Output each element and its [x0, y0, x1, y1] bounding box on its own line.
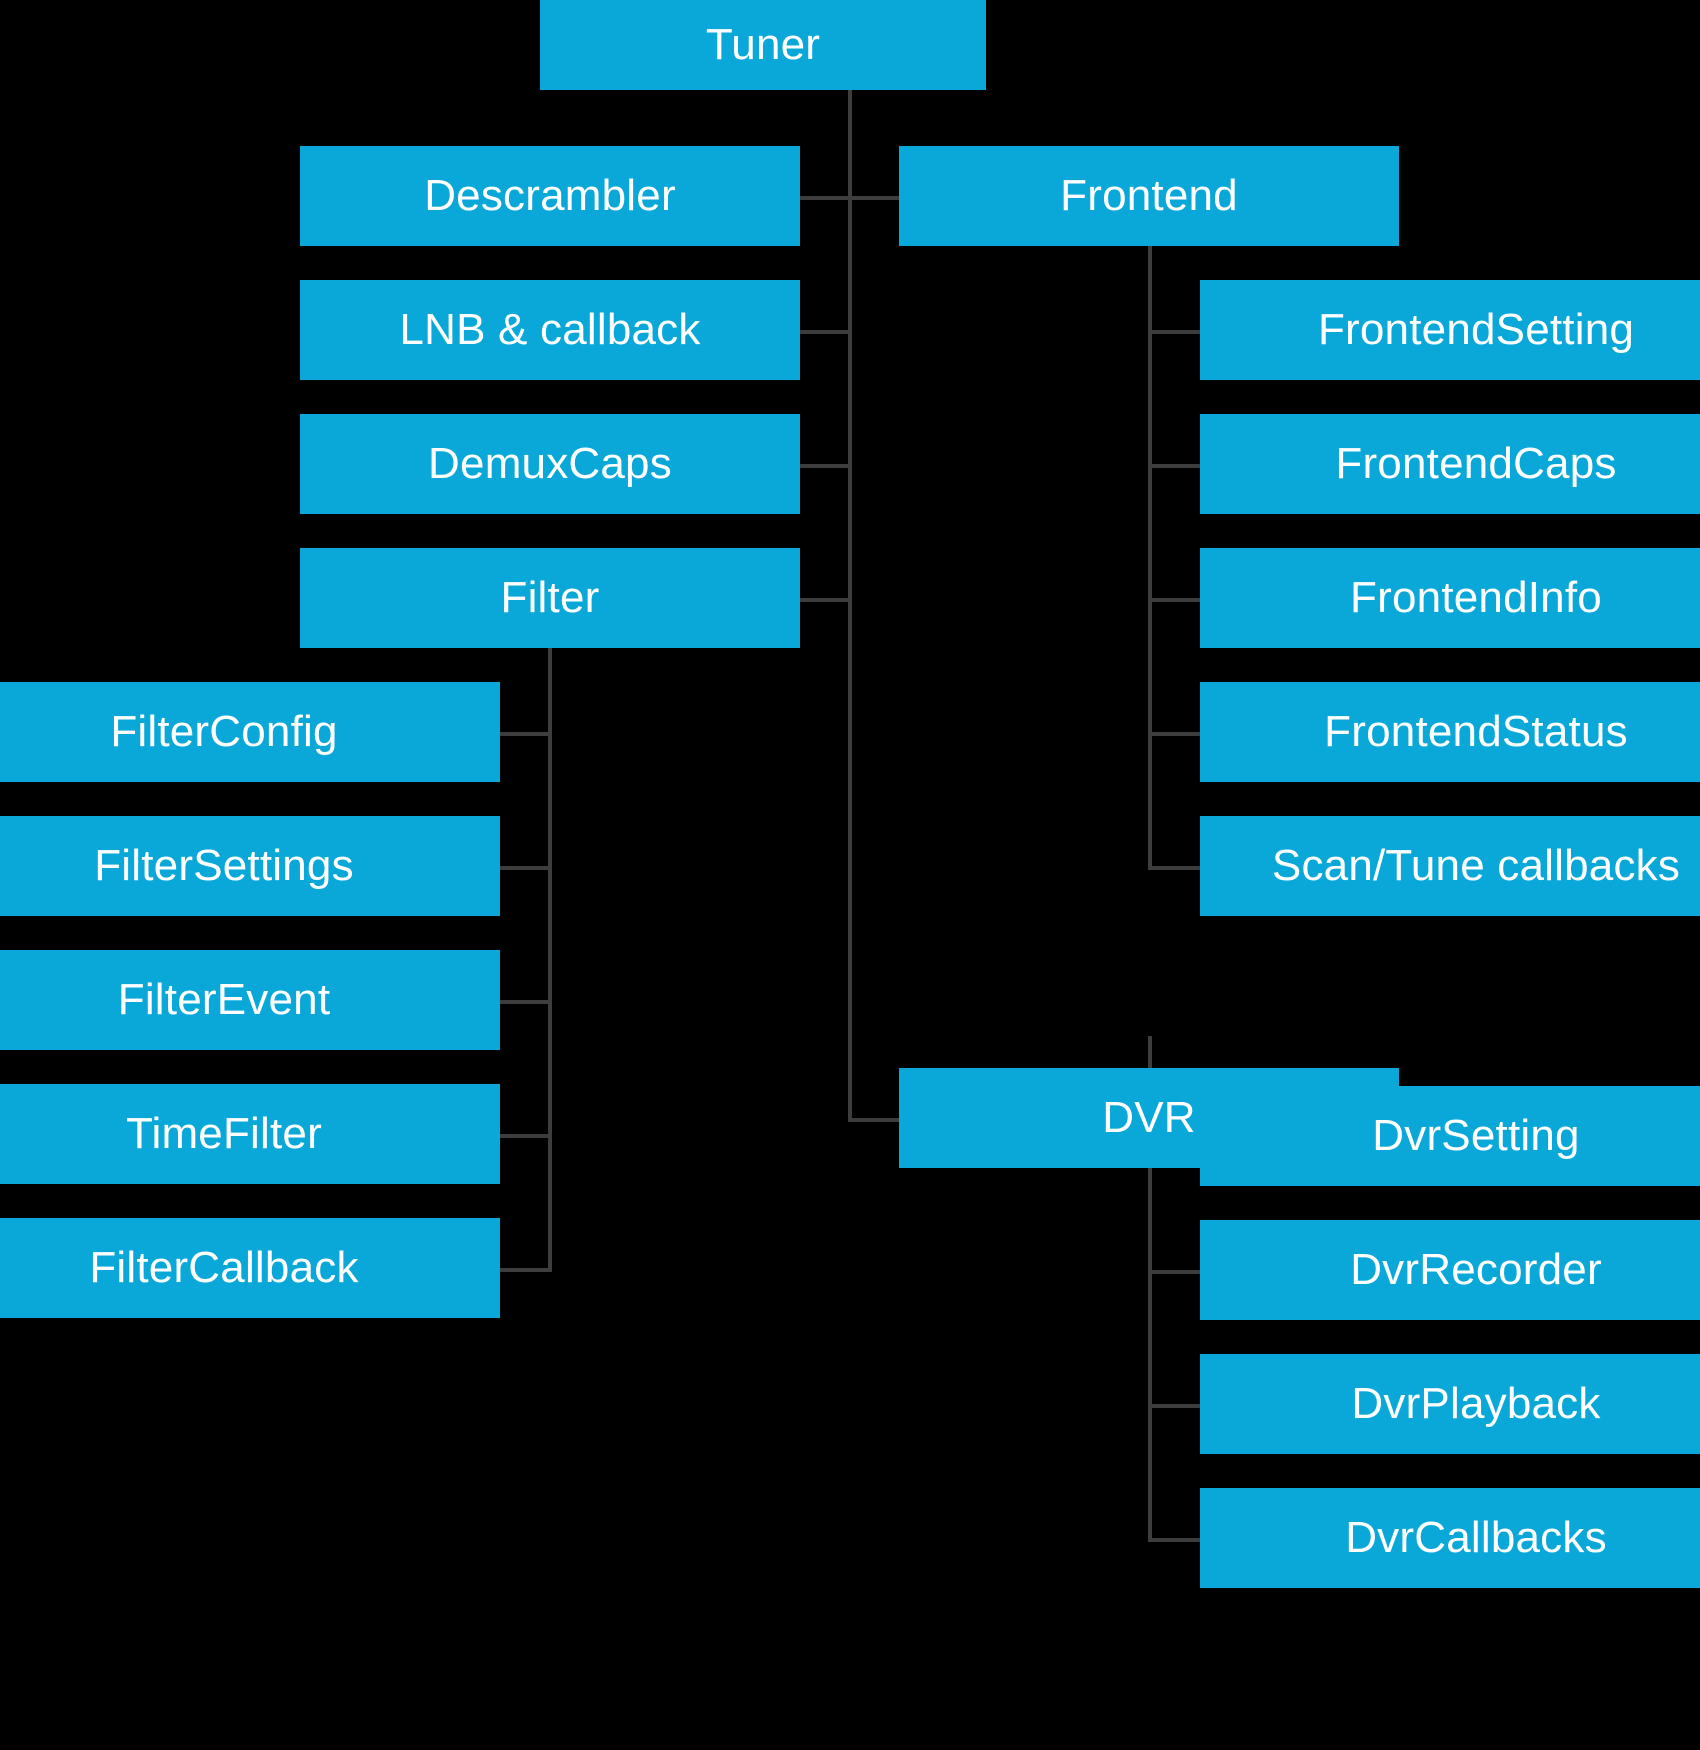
connector-filter-to-filtersettings: [500, 866, 550, 870]
node-demuxcaps[interactable]: DemuxCaps: [300, 414, 800, 514]
node-descrambler-label: Descrambler: [424, 171, 676, 220]
node-frontendstatus[interactable]: FrontendStatus: [1200, 682, 1700, 782]
node-frontend-label: Frontend: [1060, 171, 1238, 220]
connector-trunk-to-descrambler: [800, 196, 850, 200]
node-dvrrecorder[interactable]: DvrRecorder: [1200, 1220, 1700, 1320]
node-lnb-callback[interactable]: LNB & callback: [300, 280, 800, 380]
connector-trunk-to-filter: [800, 598, 850, 602]
node-frontendinfo-label: FrontendInfo: [1350, 573, 1602, 622]
node-demuxcaps-label: DemuxCaps: [428, 439, 672, 488]
node-filterevent-label: FilterEvent: [117, 975, 331, 1024]
node-frontendsetting[interactable]: FrontendSetting: [1200, 280, 1700, 380]
node-tuner[interactable]: Tuner: [540, 0, 986, 90]
node-filter-label: Filter: [500, 573, 600, 622]
node-frontendcaps-label: FrontendCaps: [1335, 439, 1617, 488]
node-filterevent[interactable]: FilterEvent: [0, 950, 500, 1050]
node-filterconfig-label: FilterConfig: [110, 707, 338, 756]
connector-filter-to-timefilter: [500, 1134, 550, 1138]
connector-filter-to-filterevent: [500, 1000, 550, 1004]
node-frontendstatus-label: FrontendStatus: [1324, 707, 1628, 756]
connector-trunk-to-lnb: [800, 330, 850, 334]
node-scan-tune-callbacks-label: Scan/Tune callbacks: [1271, 841, 1681, 890]
node-filtersettings[interactable]: FilterSettings: [0, 816, 500, 916]
node-timefilter-label: TimeFilter: [126, 1109, 322, 1158]
node-scan-tune-callbacks[interactable]: Scan/Tune callbacks: [1200, 816, 1700, 916]
connector-filter-to-filtercallback: [500, 1268, 550, 1272]
node-dvrcallbacks-label: DvrCallbacks: [1345, 1513, 1607, 1562]
connector-trunk-dvr: [1148, 1036, 1152, 1542]
connector-frontend-to-frontendinfo: [1148, 598, 1202, 602]
node-dvrplayback-label: DvrPlayback: [1351, 1379, 1601, 1428]
node-filtersettings-label: FilterSettings: [94, 841, 354, 890]
connector-trunk-to-dvr: [848, 1118, 901, 1122]
connector-frontend-to-frontendstatus: [1148, 732, 1202, 736]
connector-dvr-to-dvrplayback: [1148, 1404, 1202, 1408]
node-timefilter[interactable]: TimeFilter: [0, 1084, 500, 1184]
node-filtercallback-label: FilterCallback: [89, 1243, 359, 1292]
node-lnb-callback-label: LNB & callback: [399, 305, 701, 354]
connector-trunk-to-demuxcaps: [800, 464, 850, 468]
node-frontendcaps[interactable]: FrontendCaps: [1200, 414, 1700, 514]
node-filter[interactable]: Filter: [300, 548, 800, 648]
node-filterconfig[interactable]: FilterConfig: [0, 682, 500, 782]
node-dvr-label: DVR: [1102, 1093, 1196, 1142]
connector-trunk-to-frontend: [848, 196, 901, 200]
connector-dvr-to-dvrcallbacks: [1148, 1538, 1202, 1542]
node-filtercallback[interactable]: FilterCallback: [0, 1218, 500, 1318]
connector-filter-to-filterconfig: [500, 732, 550, 736]
connector-trunk-frontend: [1148, 228, 1152, 868]
node-dvrsetting[interactable]: DvrSetting: [1200, 1086, 1700, 1186]
node-dvrplayback[interactable]: DvrPlayback: [1200, 1354, 1700, 1454]
connector-trunk-filter: [548, 632, 552, 1272]
node-dvrrecorder-label: DvrRecorder: [1350, 1245, 1602, 1294]
connector-trunk-main: [848, 90, 852, 1122]
connector-frontend-to-scantune: [1148, 866, 1202, 870]
node-dvrsetting-label: DvrSetting: [1372, 1111, 1580, 1160]
node-dvrcallbacks[interactable]: DvrCallbacks: [1200, 1488, 1700, 1588]
node-frontendsetting-label: FrontendSetting: [1317, 305, 1635, 354]
connector-frontend-to-frontendsetting: [1148, 330, 1202, 334]
node-frontend[interactable]: Frontend: [899, 146, 1399, 246]
node-frontendinfo[interactable]: FrontendInfo: [1200, 548, 1700, 648]
connector-frontend-to-frontendcaps: [1148, 464, 1202, 468]
node-descrambler[interactable]: Descrambler: [300, 146, 800, 246]
connector-dvr-to-dvrrecorder: [1148, 1270, 1202, 1274]
node-tuner-label: Tuner: [705, 20, 821, 69]
